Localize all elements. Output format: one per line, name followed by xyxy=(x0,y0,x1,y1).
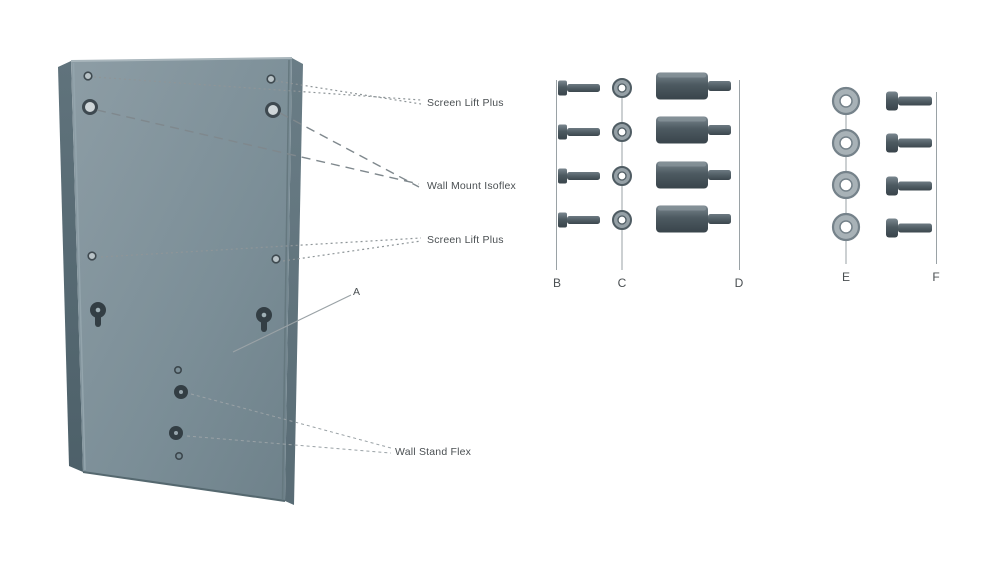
leader-wall-mount-2 xyxy=(279,112,420,188)
callout-screen-lift-plus-mid: Screen Lift Plus xyxy=(427,234,504,246)
hardware-group-bcd: B C D xyxy=(553,72,744,290)
leader-wall-mount-1 xyxy=(96,109,420,185)
hole-screen-lift-top-left xyxy=(83,71,93,81)
screw-b-3 xyxy=(558,168,600,184)
bolt-f-1 xyxy=(886,91,932,111)
leader-wall-stand-2 xyxy=(186,435,392,454)
plate-face xyxy=(71,58,292,501)
screw-b-4 xyxy=(558,212,600,228)
callout-wall-stand-flex: Wall Stand Flex xyxy=(395,446,472,458)
hole-wall-stand-big-top-center xyxy=(179,390,183,394)
part-letter-d: D xyxy=(735,276,744,290)
part-letter-f: F xyxy=(932,270,939,284)
leader-plate-a xyxy=(232,294,352,353)
leader-screen-lift-mid-2 xyxy=(282,240,422,262)
plate-bottom-edge xyxy=(82,471,286,502)
plate-left-flange xyxy=(58,61,83,472)
callout-wall-mount-isoflex: Wall Mount Isoflex xyxy=(427,180,517,192)
part-letter-c: C xyxy=(618,276,627,290)
standoff-d-2 xyxy=(656,116,731,144)
hole-wall-mount-right xyxy=(265,102,281,118)
leader-screen-lift-mid-1 xyxy=(100,237,422,258)
hole-wall-stand-small-top xyxy=(174,365,183,374)
callout-leaders xyxy=(93,76,422,454)
washer-e-3 xyxy=(831,170,861,200)
hole-wall-stand-big-bottom-center xyxy=(174,431,178,435)
bolt-f-2 xyxy=(886,133,932,153)
screw-b-1 xyxy=(558,80,600,96)
hardware-group-ef: E F xyxy=(831,86,940,284)
screw-b-2 xyxy=(558,124,600,140)
hole-wall-stand-small-bottom xyxy=(175,451,184,460)
washer-e-4 xyxy=(831,212,861,242)
hole-screen-lift-mid-left xyxy=(87,251,97,261)
part-letter-e: E xyxy=(842,270,850,284)
standoff-d-1 xyxy=(656,72,731,100)
standoff-d-3 xyxy=(656,161,731,189)
hole-screen-lift-top-right xyxy=(266,74,276,84)
mounting-plate xyxy=(58,57,303,505)
washer-c-1 xyxy=(612,78,632,98)
part-column-d-standoffs xyxy=(656,72,731,233)
hole-wall-mount-left xyxy=(82,99,98,115)
plate-right-flange xyxy=(285,58,303,505)
part-column-f-bolts xyxy=(886,91,932,238)
washer-c-4 xyxy=(612,210,632,230)
callout-screen-lift-plus-top: Screen Lift Plus xyxy=(427,97,504,109)
standoff-d-4 xyxy=(656,205,731,233)
bolt-f-3 xyxy=(886,176,932,196)
plate-holes xyxy=(82,71,281,460)
washer-c-2 xyxy=(612,122,632,142)
washer-e-2 xyxy=(831,128,861,158)
bolt-f-4 xyxy=(886,218,932,238)
plate-right-crease xyxy=(281,59,290,500)
hole-screen-lift-mid-right xyxy=(271,254,281,264)
plate-left-crease xyxy=(72,62,86,471)
plate-top-edge xyxy=(70,57,293,62)
washer-e-1 xyxy=(831,86,861,116)
part-letter-b: B xyxy=(553,276,561,290)
leader-wall-stand-1 xyxy=(190,393,392,449)
part-column-b-screws xyxy=(558,80,600,228)
callout-plate-a: A xyxy=(353,286,360,298)
washer-c-3 xyxy=(612,166,632,186)
